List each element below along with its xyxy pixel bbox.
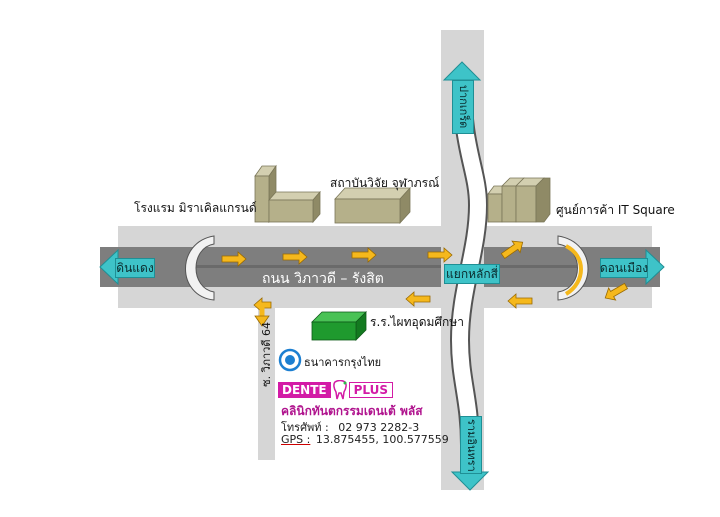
- direction-arrow: [221, 251, 247, 267]
- direction-arrow: [405, 291, 431, 307]
- side-road: [258, 308, 275, 460]
- clinic-gps: GPS : 13.875455, 100.577559: [281, 433, 449, 446]
- phone-number: 02 973 2282-3: [338, 421, 420, 434]
- gps-label: GPS :: [281, 433, 311, 446]
- main-road-label: ถนน วิภาวดี – รังสิต: [262, 271, 384, 287]
- mall-label: ศูนย์การค้า IT Square: [556, 203, 675, 217]
- clinic-phone: โทรศัพท์ : 02 973 2282-3: [281, 418, 419, 436]
- direction-arrow: [500, 240, 524, 260]
- u-turn-east-arrow: [564, 244, 583, 296]
- u-turn-west: [185, 235, 215, 301]
- clinic-logo-left: DENTE: [278, 382, 331, 398]
- destination-east: ดอนเมือง: [600, 258, 648, 278]
- hotel-label: โรงแรม มิราเคิลแกรนด์: [134, 201, 257, 215]
- direction-arrow: [507, 293, 533, 309]
- institute-label: สถาบันวิจัย จุฬาภรณ์: [330, 176, 440, 190]
- clinic-name: คลินิกทันตกรรมเดนเต้ พลัส: [281, 404, 423, 418]
- bank-logo-icon: [278, 348, 302, 372]
- direction-arrow: [254, 315, 270, 327]
- direction-arrow: [604, 282, 629, 301]
- tooth-icon: [332, 380, 347, 400]
- bank-label: ธนาคารกรุงไทย: [304, 356, 382, 369]
- destination-west: ดินแดง: [115, 258, 155, 278]
- gps-coordinates: 13.875455, 100.577559: [315, 433, 449, 446]
- school-building: [311, 311, 367, 341]
- direction-arrows: [221, 240, 629, 327]
- institute-building: [334, 186, 411, 225]
- intersection-label: แยกหลักสี่: [444, 264, 500, 284]
- direction-arrow: [282, 249, 308, 265]
- clinic-logo-right: PLUS: [348, 382, 393, 398]
- side-road-label: ซ. วิภาวดี 64: [260, 322, 273, 387]
- main-road-median: [195, 265, 580, 268]
- phone-label: โทรศัพท์ :: [281, 421, 329, 434]
- destination-north: ปากเกร็ด: [452, 80, 474, 134]
- direction-arrow: [259, 302, 270, 318]
- direction-arrow: [427, 247, 453, 263]
- hotel-building: [254, 164, 321, 224]
- mall-building: [487, 177, 551, 223]
- direction-arrow: [351, 247, 377, 263]
- destination-south: รามอินทรา: [460, 416, 482, 474]
- school-lot: [277, 312, 309, 338]
- clinic-logo: DENTE PLUS: [278, 380, 393, 400]
- u-turn-east: [557, 235, 589, 301]
- school-label: ร.ร.ไผทอุดมศึกษา: [370, 315, 464, 329]
